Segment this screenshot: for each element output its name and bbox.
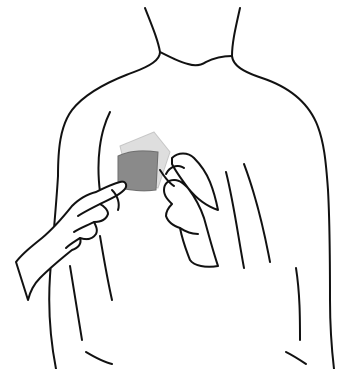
right-hand <box>160 154 218 267</box>
left-hand <box>16 182 126 300</box>
